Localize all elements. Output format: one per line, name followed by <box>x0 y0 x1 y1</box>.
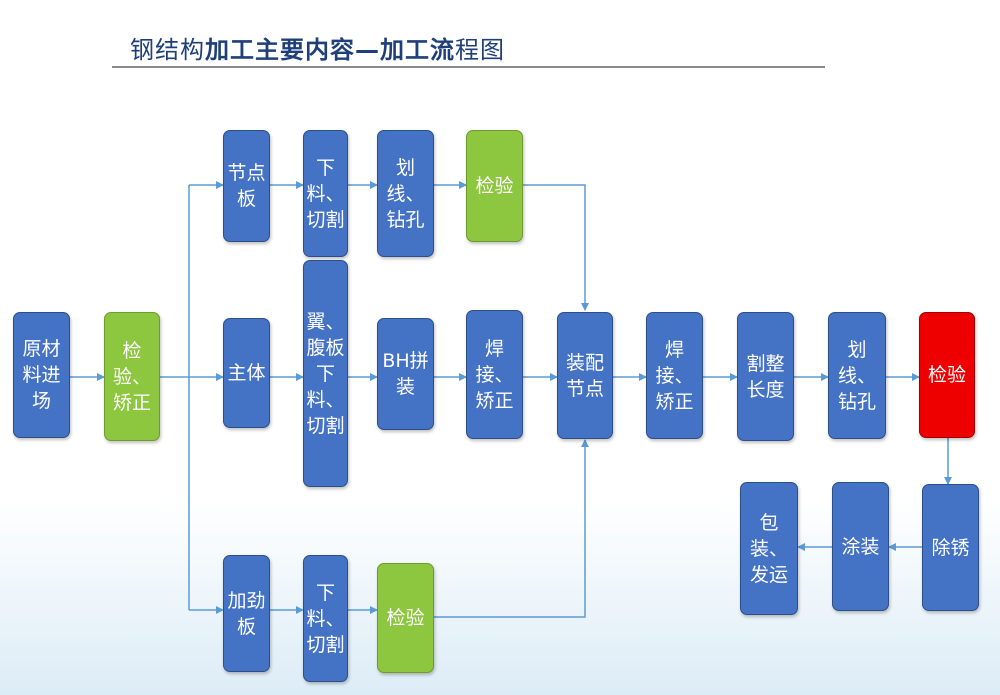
node-final-inspect: 检验 <box>919 312 975 438</box>
node-cut-length: 割整长度 <box>737 312 794 441</box>
node-gusset-plate: 节点板 <box>223 130 270 242</box>
node-raw-material: 原材料进场 <box>13 312 70 438</box>
node-inspect-correct: 检验、矫正 <box>104 312 160 441</box>
node-weld-correct-2: 焊接、矫正 <box>646 312 703 439</box>
node-pack-ship: 包装、发运 <box>740 482 798 615</box>
node-gusset-inspect: 检验 <box>466 130 523 242</box>
node-rust-removal: 除锈 <box>922 484 979 611</box>
node-gusset-mark-drill: 划线、钻孔 <box>377 130 434 257</box>
node-mark-drill-2: 划线、钻孔 <box>828 312 886 439</box>
node-weld-correct-1: 焊接、矫正 <box>466 310 523 439</box>
node-web-cut: 翼、腹板下料、切割 <box>303 260 348 487</box>
node-stiffener-cut: 下料、切割 <box>303 555 348 682</box>
title-underline <box>112 66 825 68</box>
node-assemble-joint: 装配节点 <box>557 312 613 439</box>
page-title: 钢结构加工主要内容—加工流程图 <box>130 36 505 64</box>
node-stiffener-inspect: 检验 <box>377 563 434 673</box>
node-stiffener: 加劲板 <box>223 555 270 672</box>
arrow-gusset-inspect-to-assembly <box>523 184 589 311</box>
node-painting: 涂装 <box>832 482 889 611</box>
node-bh-assembly: BH拼装 <box>377 318 434 430</box>
node-gusset-cut: 下料、切割 <box>303 130 348 257</box>
node-main-body: 主体 <box>223 318 270 428</box>
arrow-stiffener-inspect-to-assembly <box>434 439 589 618</box>
